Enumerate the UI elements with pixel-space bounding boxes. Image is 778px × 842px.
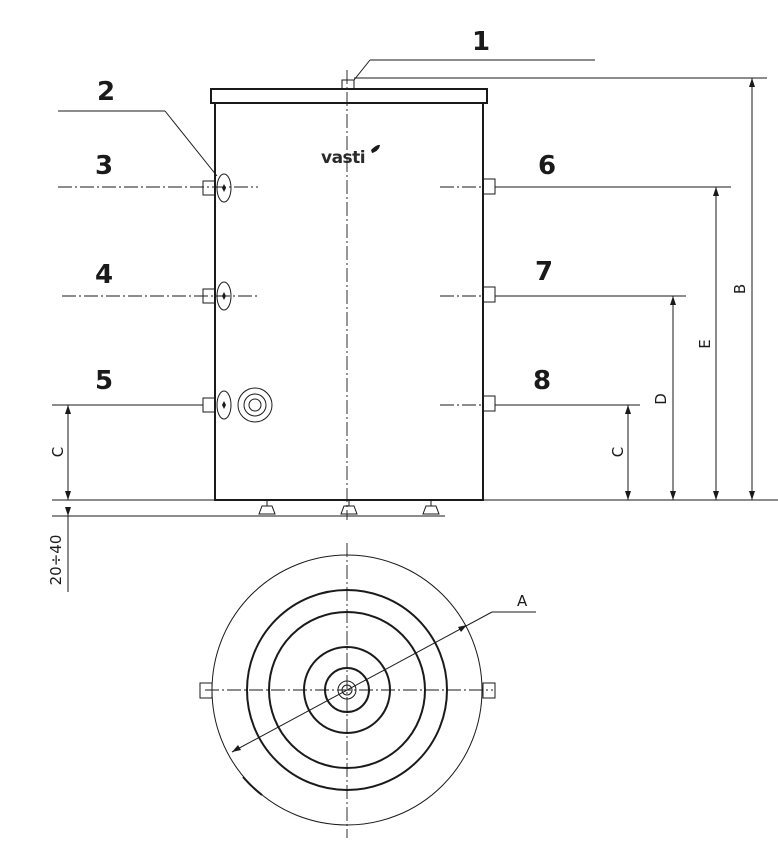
top-view: A	[199, 543, 536, 838]
dim-label-C-right: C	[609, 447, 627, 457]
top-view-right-nozzle	[482, 682, 496, 699]
heater-flange	[237, 387, 273, 423]
dim-label-D: D	[652, 393, 670, 405]
callout-5: 5	[95, 366, 113, 396]
callout-8: 8	[533, 366, 551, 396]
adjustable-feet	[258, 500, 440, 515]
dim-label-C-left: C	[49, 447, 67, 457]
callout-4: 4	[95, 260, 113, 290]
callout-7: 7	[535, 257, 553, 287]
top-connection	[341, 79, 355, 90]
top-view-heater-arc	[242, 776, 263, 796]
tank-top-cap	[210, 88, 488, 104]
connection-centerlines	[58, 186, 483, 406]
dim-label-B: B	[731, 284, 749, 294]
dim-label-feet-range: 20÷40	[47, 535, 65, 586]
dimension-lines	[65, 78, 755, 592]
dim-A-line	[231, 611, 493, 753]
right-connections	[482, 178, 496, 412]
dim-label-E: E	[696, 339, 714, 348]
callout-6: 6	[538, 151, 556, 181]
left-connections	[202, 173, 273, 423]
dim-label-A: A	[517, 592, 528, 610]
callout-1: 1	[472, 27, 490, 57]
brand-logo: vasti	[321, 148, 365, 168]
callout-2: 2	[97, 77, 115, 107]
leader-lines	[52, 59, 767, 406]
brand-leaf-icon	[371, 144, 380, 153]
side-view: vasti	[47, 27, 778, 592]
callout-3: 3	[95, 151, 113, 181]
top-view-left-nozzle	[199, 682, 213, 699]
